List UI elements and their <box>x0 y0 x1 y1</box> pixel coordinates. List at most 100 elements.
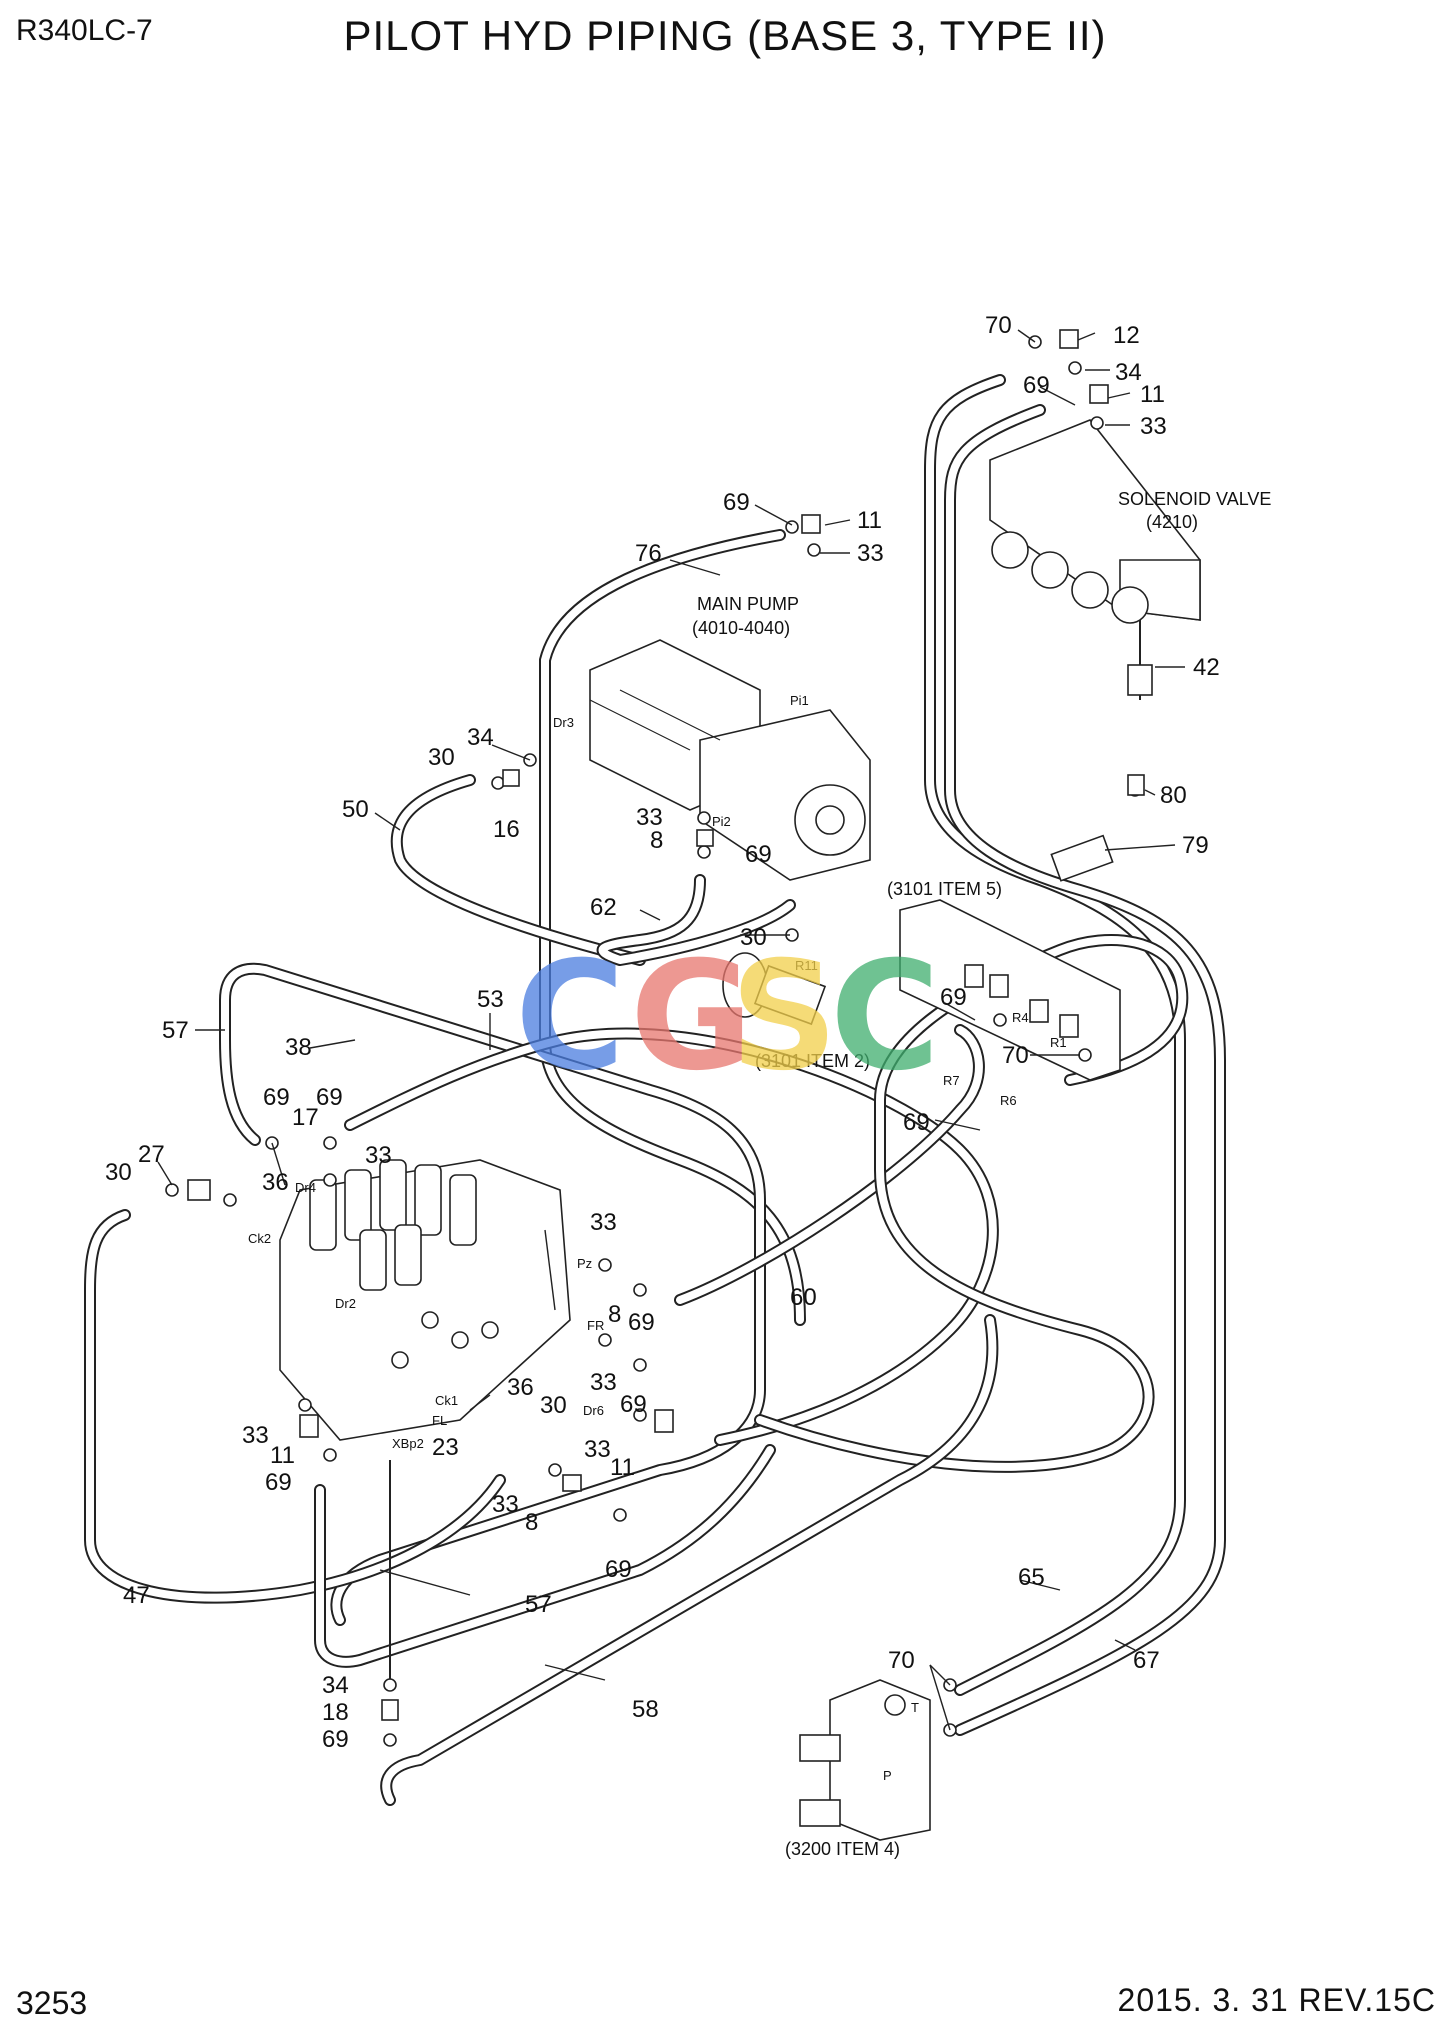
valve-3200-item4 <box>799 1679 931 1841</box>
callout: 58 <box>632 1696 659 1723</box>
callout: 67 <box>1133 1647 1160 1674</box>
callout: 69 <box>1023 372 1050 399</box>
fitting-3101-item2 <box>722 952 827 1026</box>
callout: 69 <box>940 984 967 1011</box>
watermark-letter-4: C <box>830 930 940 1104</box>
callout: 65 <box>1018 1564 1045 1591</box>
port-label: R11 <box>795 958 818 973</box>
callout: 30 <box>428 744 455 771</box>
model-number: R340LC-7 <box>16 14 153 47</box>
callout: 33 <box>636 804 663 831</box>
callout: 36 <box>262 1169 289 1196</box>
page-title: PILOT HYD PIPING (BASE 3, TYPE II) <box>343 12 1107 59</box>
leader-lines <box>157 329 1185 1731</box>
callout: 33 <box>857 540 884 567</box>
callout: 33 <box>242 1422 269 1449</box>
clamp-79 <box>1050 834 1114 882</box>
watermark-letter-3: S <box>730 930 838 1104</box>
solenoid-valve-ref: (4210) <box>1146 512 1198 532</box>
callout: 12 <box>1113 322 1140 349</box>
callout: 38 <box>285 1034 312 1061</box>
port-label: FR <box>587 1318 604 1333</box>
port-label: R4 <box>1012 1010 1029 1025</box>
callout: 57 <box>525 1591 552 1618</box>
callout: 8 <box>650 827 663 854</box>
watermark-letter-1: C <box>515 930 625 1104</box>
callout: 69 <box>628 1309 655 1336</box>
port-label: FL <box>432 1413 447 1428</box>
callout: 23 <box>432 1434 459 1461</box>
callout: 8 <box>525 1509 538 1536</box>
callout: 69 <box>316 1084 343 1111</box>
callout: 69 <box>903 1109 930 1136</box>
port-label: T <box>911 1700 919 1715</box>
bracket-3101-item5 <box>899 899 1121 1081</box>
ref-3101-item2: (3101 ITEM 2) <box>755 1051 870 1071</box>
ref-3101-item5: (3101 ITEM 5) <box>887 879 1002 899</box>
port-label: R6 <box>1000 1093 1017 1108</box>
hose-network <box>84 374 1226 1806</box>
callout: 57 <box>162 1017 189 1044</box>
control-valve-block <box>279 1159 571 1441</box>
callout: 50 <box>342 796 369 823</box>
callout: 36 <box>507 1374 534 1401</box>
callout: 53 <box>477 986 504 1013</box>
callout: 70 <box>1002 1042 1029 1069</box>
callout: 69 <box>723 489 750 516</box>
watermark-logo: C G S C <box>515 930 940 1104</box>
callout: 33 <box>365 1142 392 1169</box>
callout: 11 <box>1140 381 1165 408</box>
port-label: Dr4 <box>295 1180 316 1195</box>
solenoid-valve-label: SOLENOID VALVE <box>1118 489 1271 509</box>
callout-numbers: 70 12 34 69 11 33 69 11 33 76 42 34 30 1… <box>105 312 1220 1753</box>
port-label: Ck2 <box>248 1231 271 1246</box>
page-number: 3253 <box>16 1985 88 2021</box>
callout: 47 <box>123 1582 150 1609</box>
revision-date: 2015. 3. 31 REV.15C <box>1117 1982 1436 2018</box>
port-label: Dr3 <box>553 715 574 730</box>
ref-3200-item4: (3200 ITEM 4) <box>785 1839 900 1859</box>
callout: 60 <box>790 1284 817 1311</box>
port-label: Pi1 <box>790 693 809 708</box>
callout: 80 <box>1160 782 1187 809</box>
callout: 33 <box>492 1491 519 1518</box>
main-pump-label: MAIN PUMP <box>697 594 799 614</box>
callout: 76 <box>635 540 662 567</box>
callout: 69 <box>745 841 772 868</box>
port-labels: Dr3 Pi1 Pi2 R11 R4 R1 R7 R6 Ck2 Dr4 Dr2 … <box>248 693 1067 1783</box>
port-label: R1 <box>1050 1035 1067 1050</box>
callout: 69 <box>620 1391 647 1418</box>
callout: 30 <box>105 1159 132 1186</box>
callout: 79 <box>1182 832 1209 859</box>
port-label: R7 <box>943 1073 960 1088</box>
callout: 30 <box>740 924 767 951</box>
callout: 33 <box>590 1369 617 1396</box>
port-label: Dr2 <box>335 1296 356 1311</box>
port-label: Dr6 <box>583 1403 604 1418</box>
solenoid-valve-block <box>989 419 1201 700</box>
callout: 33 <box>584 1436 611 1463</box>
callout: 11 <box>270 1442 295 1469</box>
callout: 33 <box>590 1209 617 1236</box>
port-label: P <box>883 1768 892 1783</box>
callout: 34 <box>322 1672 349 1699</box>
callout: 69 <box>263 1084 290 1111</box>
callout: 17 <box>292 1104 319 1131</box>
callout: 69 <box>265 1469 292 1496</box>
callout: 42 <box>1193 654 1220 681</box>
main-pump-body <box>589 639 871 881</box>
callout: 70 <box>888 1647 915 1674</box>
callout: 11 <box>857 507 882 534</box>
callout: 33 <box>1140 413 1167 440</box>
callout: 18 <box>322 1699 349 1726</box>
callout: 34 <box>467 724 494 751</box>
watermark-letter-2: G <box>630 930 753 1104</box>
port-label: XBp2 <box>392 1436 424 1451</box>
port-label: Pi2 <box>712 814 731 829</box>
port-label: Ck1 <box>435 1393 458 1408</box>
callout: 16 <box>493 816 520 843</box>
fittings <box>165 329 1145 1747</box>
port-label: Pz <box>577 1256 592 1271</box>
